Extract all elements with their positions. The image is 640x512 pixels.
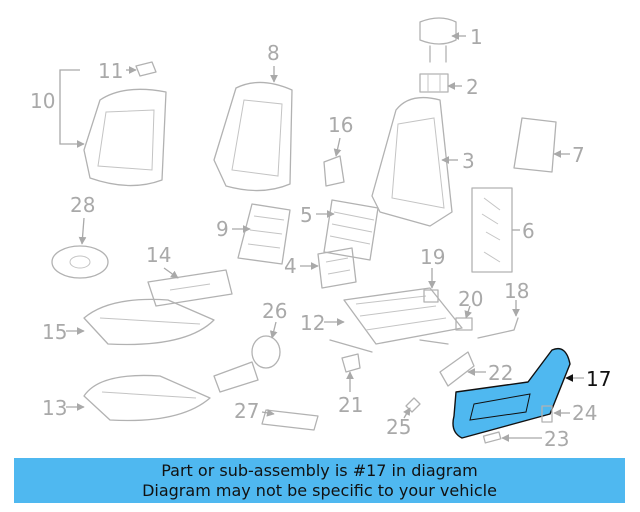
callout-15: 15 [42, 320, 67, 344]
part-1-headrest [419, 17, 457, 63]
callout-12: 12 [300, 311, 325, 335]
part-22-switch-housing [439, 351, 475, 387]
callout-25: 25 [386, 415, 411, 439]
part-13-seat-cushion [83, 374, 211, 422]
callout-22: 22 [488, 361, 513, 385]
banner-line-part: Part or sub-assembly is #17 in diagram [161, 461, 478, 480]
callout-5: 5 [300, 203, 313, 227]
callout-2: 2 [466, 75, 479, 99]
part-7-back-panel [513, 117, 557, 173]
part-10-seatback-cushion [83, 88, 167, 187]
part-14-heater-pad [147, 269, 233, 307]
banner-line-disclaimer: Diagram may not be specific to your vehi… [142, 481, 497, 500]
leader-lines [59, 32, 584, 442]
callout-16: 16 [328, 113, 353, 137]
part-17-side-trim[interactable] [452, 347, 571, 439]
callout-23: 23 [544, 427, 569, 451]
part-16-bracket [323, 155, 345, 187]
part-18-rod [477, 317, 519, 339]
part-26-motor [213, 335, 281, 393]
part-11-clip [135, 61, 157, 77]
part-5-lumbar-mat [323, 199, 379, 261]
seat-parts-diagram: 1 2 3 4 5 6 7 8 9 10 11 12 13 14 15 16 1… [30, 17, 611, 451]
callout-21: 21 [338, 393, 363, 417]
callout-8: 8 [267, 41, 280, 65]
part-27-motor-bracket [261, 409, 319, 431]
callout-18: 18 [504, 279, 529, 303]
callout-24: 24 [572, 401, 597, 425]
part-2-headrest-guide [419, 73, 449, 93]
part-4-lumbar-bracket [317, 247, 357, 289]
part-12-seat-frame [329, 287, 463, 353]
part-9-seatback-pad [237, 203, 291, 265]
part-25-bolt [405, 397, 421, 413]
part-24-clip [541, 405, 553, 423]
callout-17: 17 [586, 367, 611, 391]
part-28-grommet [51, 245, 109, 279]
callout-3: 3 [462, 149, 475, 173]
callout-10: 10 [30, 89, 55, 113]
callout-20: 20 [458, 287, 483, 311]
part-19-knob [423, 289, 439, 303]
callout-13: 13 [42, 396, 67, 420]
callout-6: 6 [522, 219, 535, 243]
callout-26: 26 [262, 299, 287, 323]
part-3-seatback-frame [371, 96, 453, 227]
part-15-seat-cover [83, 298, 215, 346]
callout-19: 19 [420, 245, 445, 269]
callout-11: 11 [98, 59, 123, 83]
part-6-clip-set [471, 187, 513, 273]
callout-27: 27 [234, 399, 259, 423]
part-23-clip [482, 431, 502, 444]
part-8-seatback-cover [213, 81, 293, 192]
callout-28: 28 [70, 193, 95, 217]
callout-labels: 1 2 3 4 5 6 7 8 9 10 11 12 13 14 15 16 1… [30, 25, 611, 451]
callout-9: 9 [216, 217, 229, 241]
callout-1: 1 [470, 25, 483, 49]
callout-7: 7 [572, 143, 585, 167]
part-21-clip [341, 353, 361, 373]
callout-14: 14 [146, 243, 171, 267]
part-20-bracket [455, 317, 473, 331]
info-banner: Part or sub-assembly is #17 in diagram D… [14, 458, 625, 503]
callout-4: 4 [284, 254, 297, 278]
